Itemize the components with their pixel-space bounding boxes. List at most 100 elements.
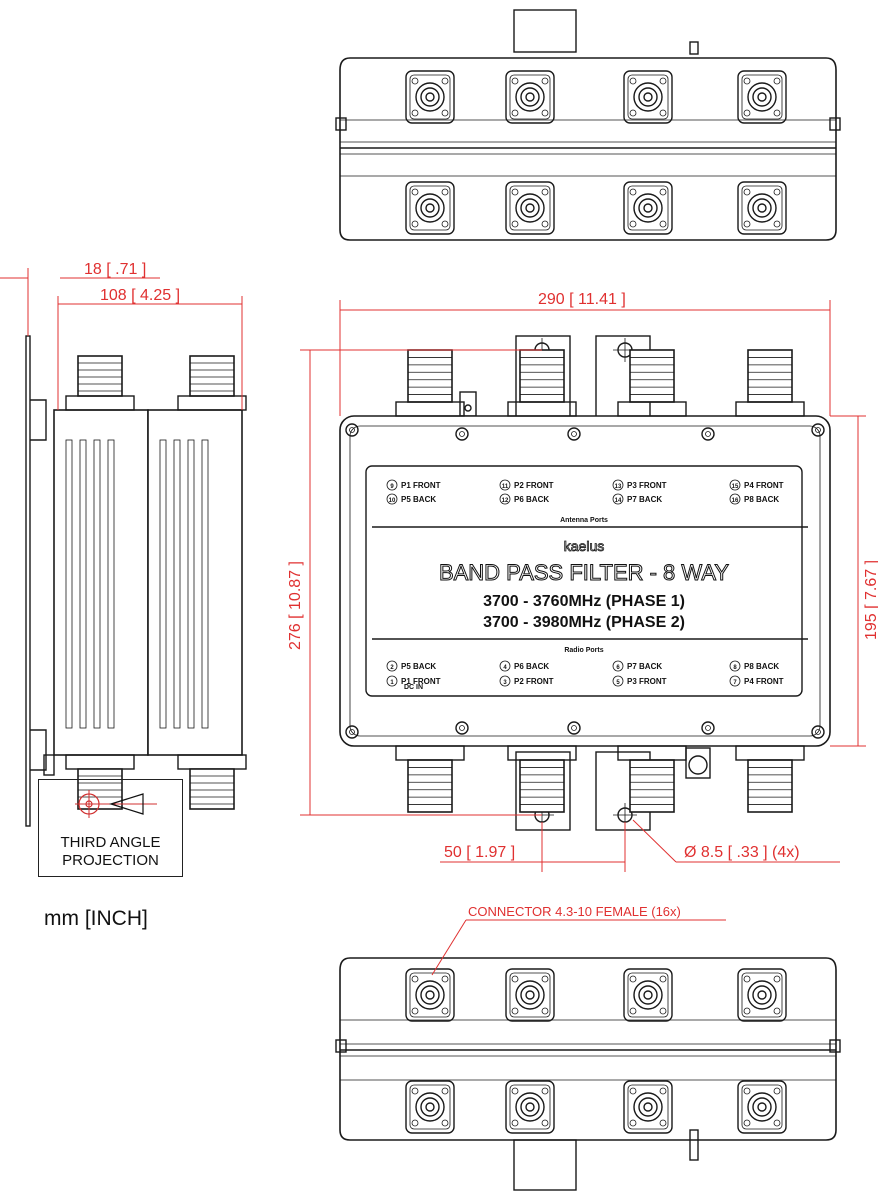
port-number: 13	[615, 484, 622, 490]
dim-side-depth: 108 [ 4.25 ]	[100, 287, 180, 304]
port-label: 11 P2 FRONT	[499, 479, 554, 491]
housing-bolt	[811, 725, 825, 739]
housing-bolt	[701, 721, 715, 735]
port-label: 8 P8 BACK	[729, 660, 779, 672]
port-name: P8 BACK	[744, 662, 779, 671]
port-number-badge	[612, 660, 624, 672]
housing-bolt	[345, 725, 359, 739]
port-number-badge	[729, 660, 741, 672]
port-name: P6 BACK	[514, 662, 549, 671]
dim-side-bracket: 18 [ .71 ]	[84, 261, 146, 278]
side-view	[25, 335, 247, 827]
port-name: P2 FRONT	[514, 677, 554, 686]
port-number: 5	[616, 680, 620, 686]
connector-4-3-10	[737, 1080, 787, 1134]
connector-4-3-10	[505, 70, 555, 124]
port-number-badge	[499, 675, 511, 687]
port-number-badge	[499, 660, 511, 672]
port-name: P5 BACK	[401, 495, 436, 504]
connector-4-3-10	[505, 1080, 555, 1134]
top-view	[335, 9, 841, 241]
port-number: 2	[390, 665, 394, 671]
connector-4-3-10	[623, 968, 673, 1022]
port-number: 8	[733, 665, 737, 671]
port-label: 10 P5 BACK	[386, 493, 436, 505]
dim-hole-spacing: 50 [ 1.97 ]	[444, 844, 515, 861]
dim-overall-width: 290 [ 11.41 ]	[538, 291, 626, 308]
port-number-badge	[729, 675, 741, 687]
dim-overall-height: 276 [ 10.87 ]	[287, 561, 304, 650]
port-number-badge	[386, 675, 398, 687]
connector-4-3-10	[405, 70, 455, 124]
port-number: 3	[503, 680, 507, 686]
dim-body-height: 195 [ 7.67 ]	[863, 560, 878, 640]
housing-bolt	[701, 427, 715, 441]
projection-icon	[75, 790, 157, 818]
port-name: P4 FRONT	[744, 677, 784, 686]
port-name: P1 FRONT	[401, 677, 441, 686]
front-connector	[735, 745, 805, 813]
connector-4-3-10	[623, 181, 673, 235]
port-number-badge	[386, 493, 398, 505]
port-label: 14 P7 BACK	[612, 493, 662, 505]
side-connector	[177, 355, 247, 411]
port-number: 11	[502, 484, 509, 490]
port-name: P1 FRONT	[401, 481, 441, 490]
port-label: 7 P4 FRONT	[729, 675, 784, 687]
housing-bolt	[455, 721, 469, 735]
projection-symbol: THIRD ANGLE PROJECTION	[38, 779, 183, 877]
port-label: 3 P2 FRONT	[499, 675, 554, 687]
port-number: 7	[733, 680, 737, 686]
front-connector	[507, 745, 577, 813]
port-name: P4 FRONT	[744, 481, 784, 490]
port-number-badge	[499, 493, 511, 505]
connector-4-3-10	[737, 181, 787, 235]
port-number-badge	[386, 660, 398, 672]
port-number-badge	[386, 479, 398, 491]
port-name: P5 BACK	[401, 662, 436, 671]
port-label: 1 P1 FRONT	[386, 675, 441, 687]
port-label: 6 P7 BACK	[612, 660, 662, 672]
freq-phase-2: 3700 - 3980MHz (PHASE 2)	[483, 614, 685, 631]
brand-logo: kaelus	[564, 538, 604, 554]
label-plate	[365, 465, 803, 697]
port-name: P2 FRONT	[514, 481, 554, 490]
front-view	[339, 335, 831, 831]
connector-4-3-10	[737, 70, 787, 124]
port-number-badge	[612, 493, 624, 505]
port-label: 13 P3 FRONT	[612, 479, 667, 491]
connector-4-3-10	[505, 181, 555, 235]
front-connector	[395, 745, 465, 813]
radio-ports-caption: Radio Ports	[564, 647, 603, 654]
units-label: mm [INCH]	[44, 907, 148, 930]
connector-4-3-10	[623, 70, 673, 124]
product-title: BAND PASS FILTER - 8 WAY	[439, 560, 729, 585]
port-number: 1	[390, 680, 394, 686]
port-name: P8 BACK	[744, 495, 779, 504]
port-number: 14	[615, 498, 622, 504]
projection-line-2: PROJECTION	[62, 852, 159, 869]
port-name: P7 BACK	[627, 495, 662, 504]
front-connector	[395, 349, 465, 417]
port-number: 10	[389, 498, 396, 504]
connector-4-3-10	[405, 1080, 455, 1134]
housing-bolt	[567, 721, 581, 735]
port-number-badge	[729, 493, 741, 505]
front-connector	[507, 349, 577, 417]
port-number-badge	[612, 479, 624, 491]
port-name: P7 BACK	[627, 662, 662, 671]
port-name: P3 FRONT	[627, 481, 667, 490]
connector-4-3-10	[505, 968, 555, 1022]
bottom-top-view	[335, 957, 841, 1191]
port-number: 6	[616, 665, 620, 671]
port-label: 2 P5 BACK	[386, 660, 436, 672]
port-name: P6 BACK	[514, 495, 549, 504]
connector-4-3-10	[623, 1080, 673, 1134]
projection-line-1: THIRD ANGLE	[60, 834, 161, 851]
connector-4-3-10	[405, 181, 455, 235]
